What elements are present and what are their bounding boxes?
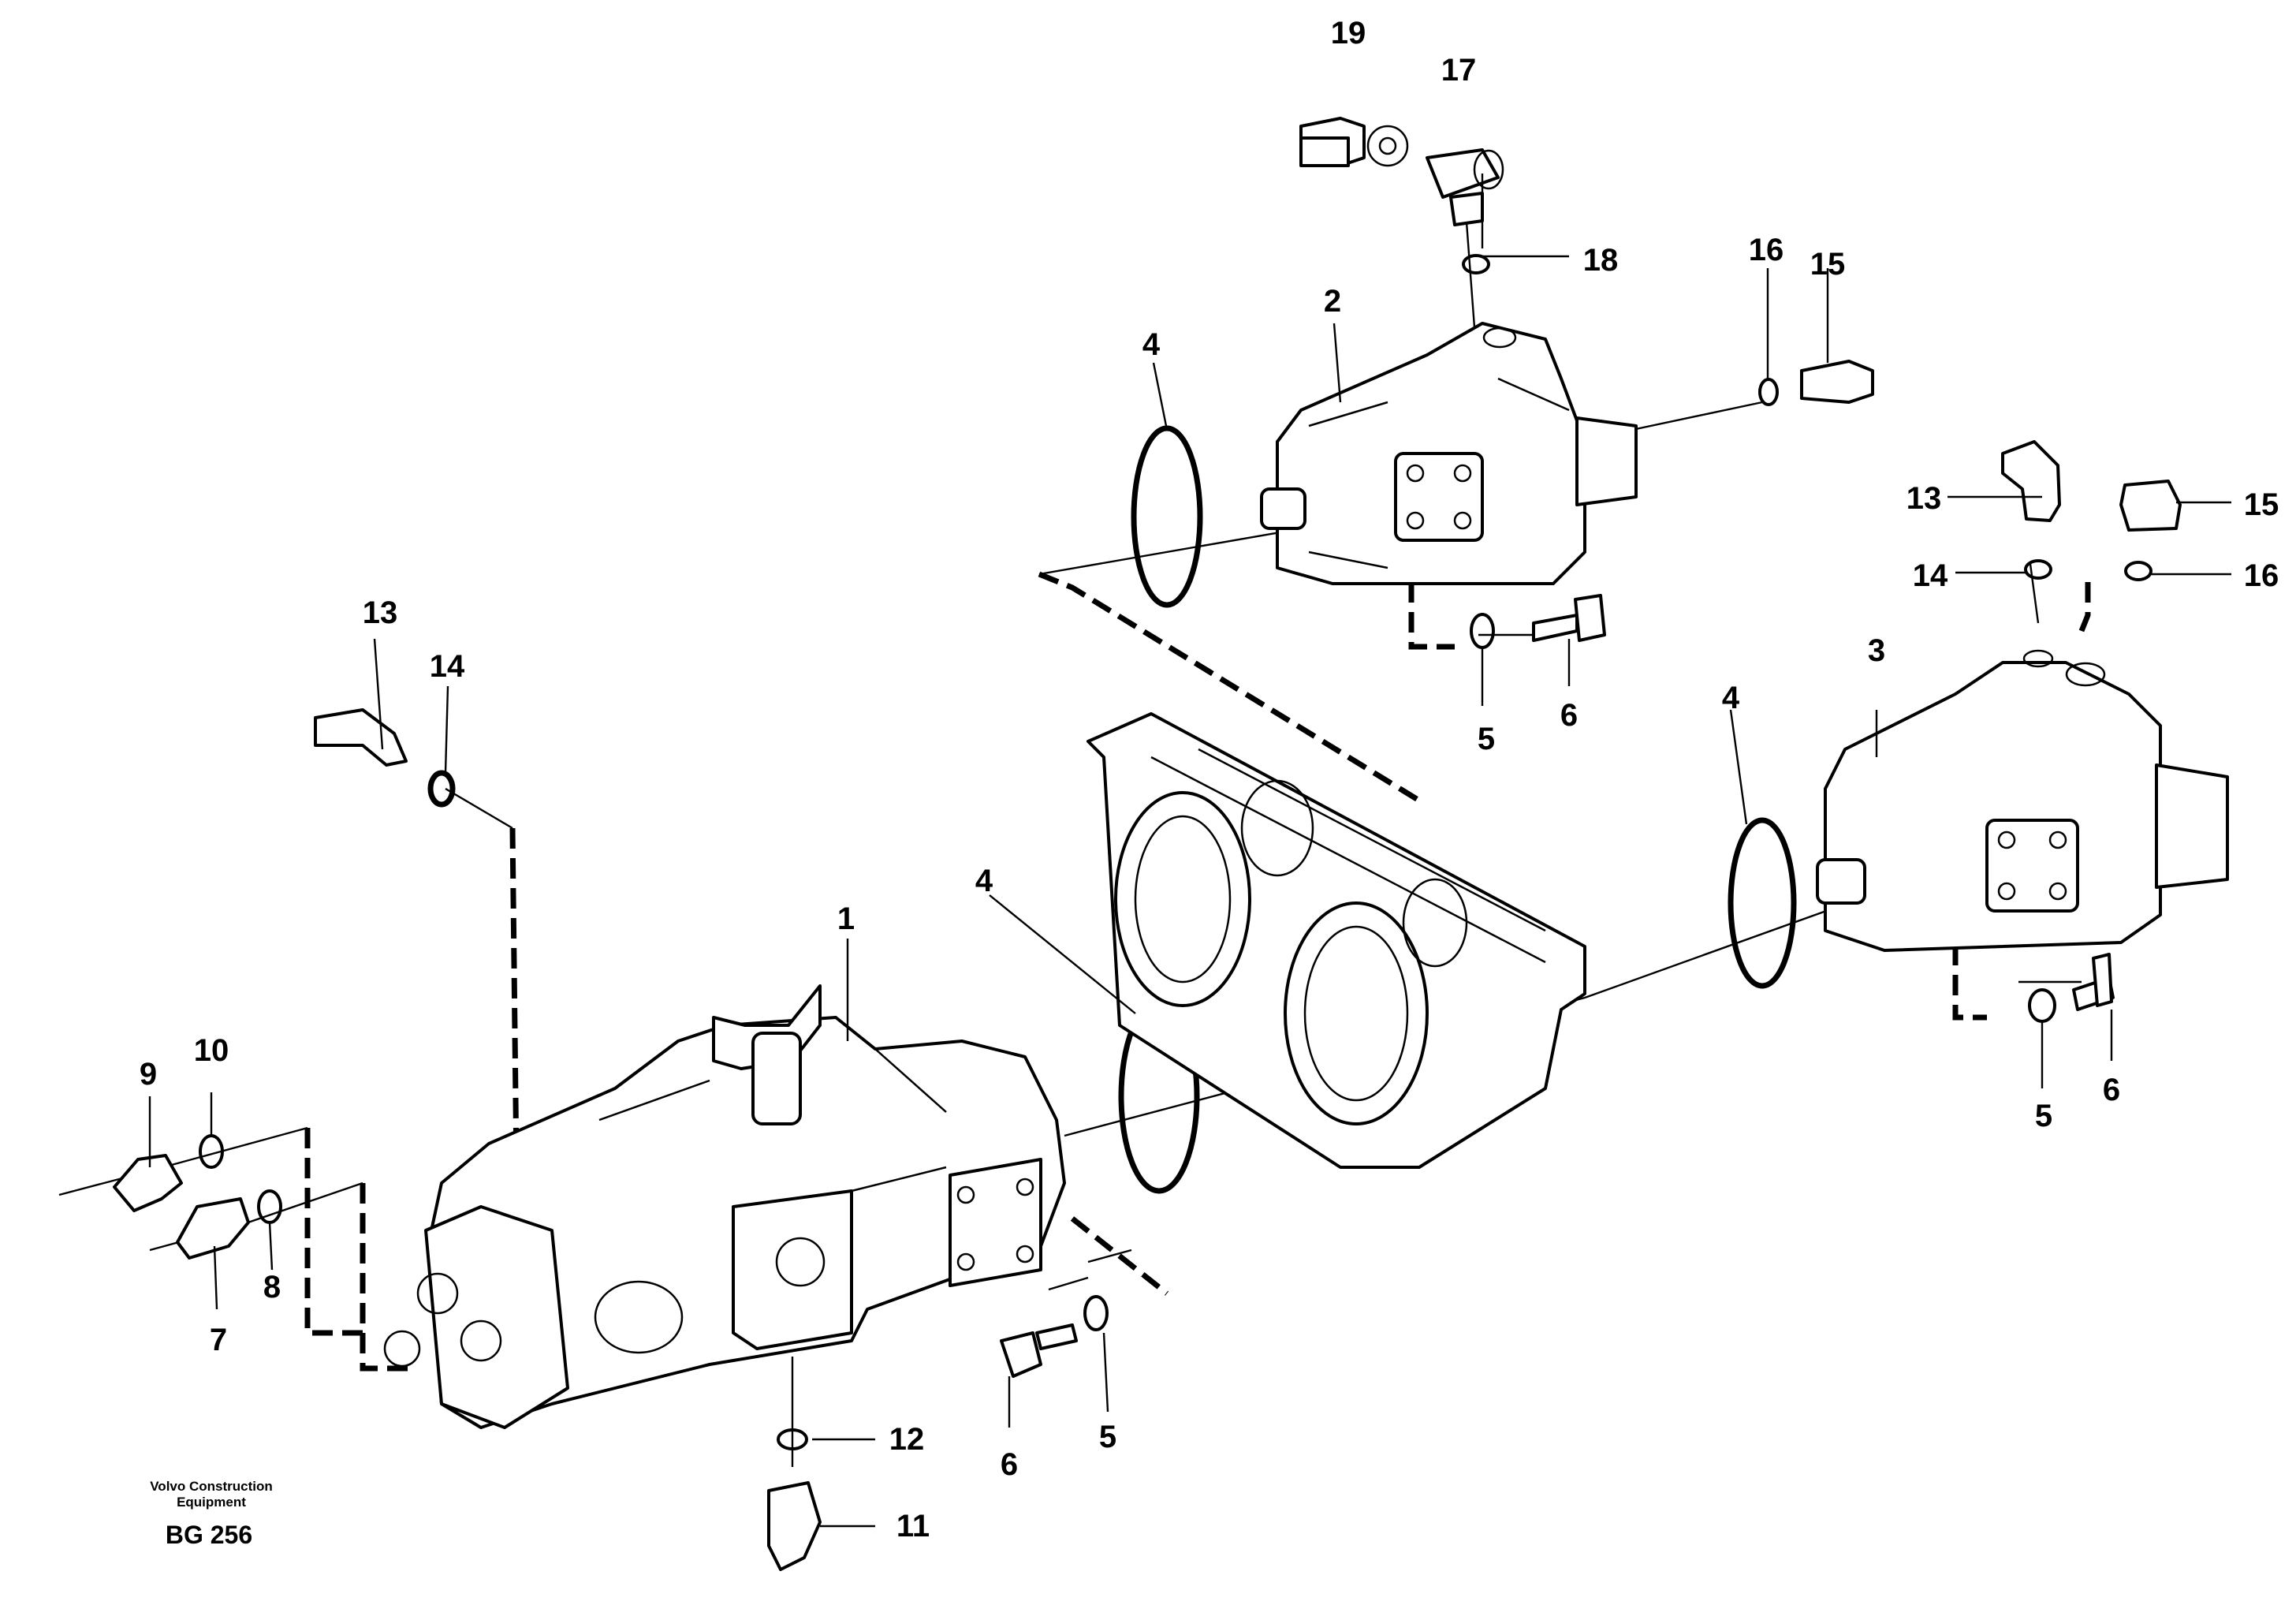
callout-6-upper: 6 xyxy=(1560,698,1578,733)
callout-3: 3 xyxy=(1868,633,1885,668)
seal-ring-14-right xyxy=(2024,559,2052,580)
o-ring-4-right xyxy=(1728,817,1797,989)
elbow-13-right xyxy=(2001,440,2061,522)
callout-13-left: 13 xyxy=(363,595,398,630)
callout-16-upper: 16 xyxy=(1749,233,1784,267)
callout-12: 12 xyxy=(889,1422,925,1457)
bolt-6-lower xyxy=(1000,1323,1078,1378)
pump-1 xyxy=(383,984,1066,1429)
bolt-6-upper xyxy=(1532,594,1606,642)
washer-5-lower xyxy=(1083,1295,1109,1331)
callout-4-upper: 4 xyxy=(1142,327,1161,362)
callout-4-center: 4 xyxy=(975,864,993,898)
elbow-11 xyxy=(767,1481,822,1571)
seal-ring-8 xyxy=(257,1189,282,1224)
elbow-13-left xyxy=(314,708,408,767)
pump-3 xyxy=(1816,649,2229,952)
seal-ring-18 xyxy=(1462,254,1490,274)
nipple-7 xyxy=(176,1197,250,1260)
seal-ring-16-upper xyxy=(1758,378,1779,406)
nipple-15-upper xyxy=(1800,360,1874,404)
callout-5-right: 5 xyxy=(2035,1099,2052,1133)
callout-labels: 19 17 18 2 4 16 15 5 6 13 14 15 16 3 4 4… xyxy=(140,16,2279,1543)
callout-6-right: 6 xyxy=(2103,1073,2120,1107)
seal-ring-14-left xyxy=(427,770,456,808)
nipple-15-right xyxy=(2119,480,2182,532)
callout-5-upper: 5 xyxy=(1478,722,1495,756)
callout-14-left: 14 xyxy=(430,649,465,684)
credit-company-line2: Equipment xyxy=(177,1495,246,1510)
callout-18: 18 xyxy=(1583,243,1619,278)
seal-ring-12 xyxy=(777,1428,808,1450)
credit-company-line1: Volvo Construction xyxy=(150,1479,273,1494)
callout-8: 8 xyxy=(263,1270,281,1305)
callout-10: 10 xyxy=(194,1033,229,1068)
callout-4-right: 4 xyxy=(1722,681,1740,715)
callout-5-lower: 5 xyxy=(1099,1420,1116,1454)
callout-17: 17 xyxy=(1441,53,1477,88)
callout-7: 7 xyxy=(210,1323,227,1357)
callout-leaders xyxy=(148,174,2231,1528)
o-ring-4-upper xyxy=(1131,425,1203,608)
drawing-code: BG 256 xyxy=(166,1521,252,1549)
callout-13-right: 13 xyxy=(1906,481,1942,516)
washer-5-upper xyxy=(1470,613,1495,649)
callout-15-right: 15 xyxy=(2244,487,2279,522)
credit-block: Volvo Construction Equipment BG 256 xyxy=(150,1479,273,1549)
callout-11: 11 xyxy=(896,1509,930,1543)
pump-2 xyxy=(1260,322,1638,585)
seal-ring-16-right xyxy=(2124,561,2152,581)
washer-5-right xyxy=(2028,988,2056,1023)
nipple-9 xyxy=(113,1154,183,1212)
callout-15-upper: 15 xyxy=(1810,247,1846,282)
callout-16-right: 16 xyxy=(2244,558,2279,593)
pump-drive-housing xyxy=(1086,712,1586,1169)
tee-fitting-17 xyxy=(1426,148,1504,226)
bolt-6-right xyxy=(2072,953,2115,1011)
callout-2: 2 xyxy=(1324,284,1341,319)
fitting-19 xyxy=(1299,117,1409,167)
callout-1: 1 xyxy=(837,901,855,936)
callout-14-right: 14 xyxy=(1913,558,1948,593)
callout-9: 9 xyxy=(140,1057,157,1092)
callout-19: 19 xyxy=(1331,16,1366,50)
callout-6-lower: 6 xyxy=(1001,1447,1018,1482)
